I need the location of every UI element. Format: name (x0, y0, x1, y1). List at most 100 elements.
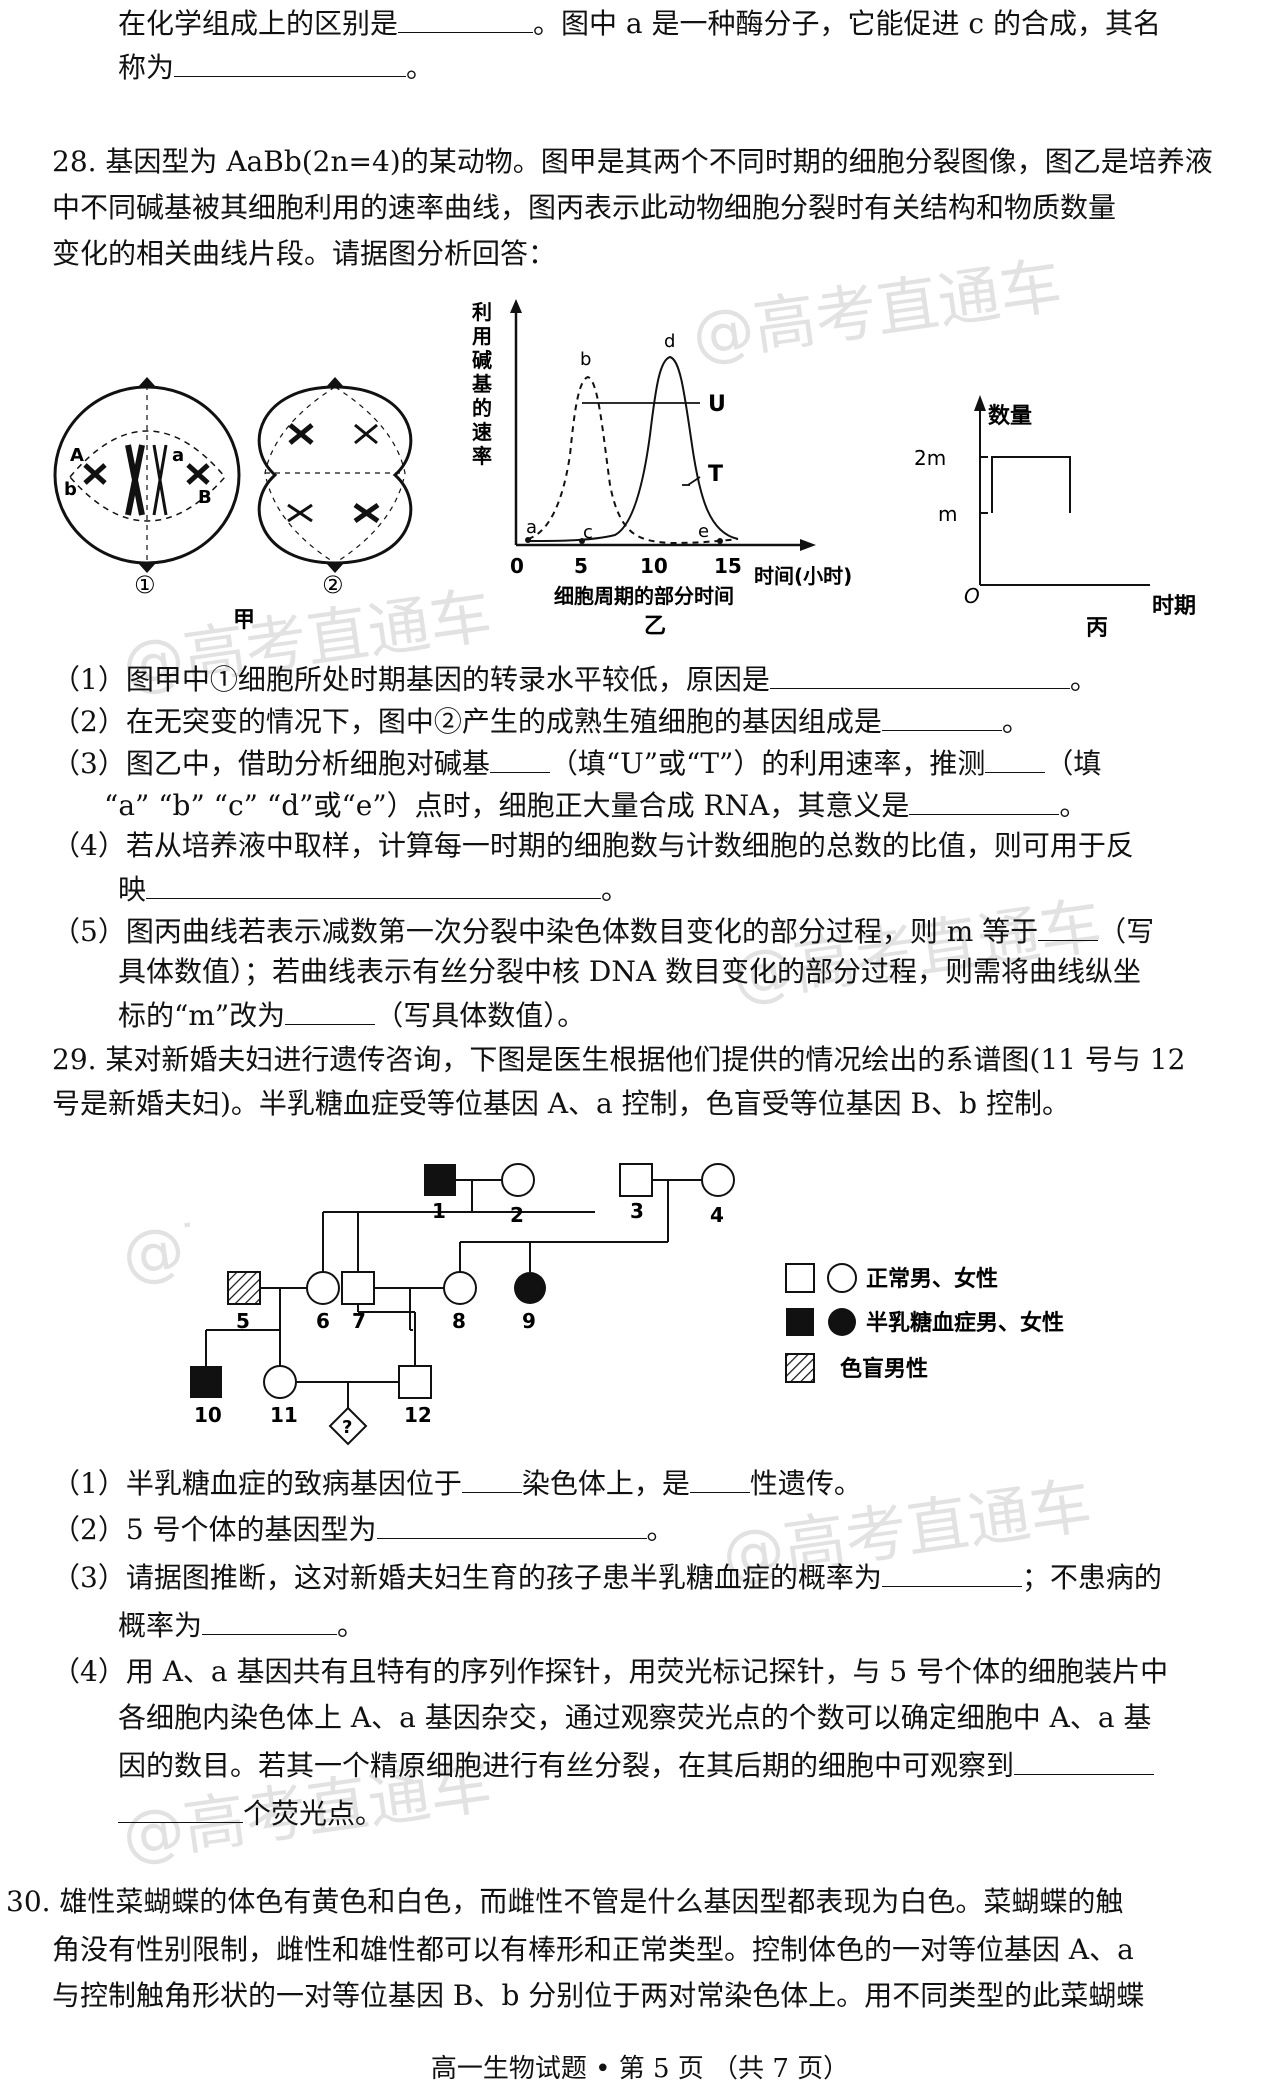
y-tick-2m: 2m (914, 446, 946, 470)
curve-bing (991, 456, 1071, 513)
chromosome (83, 463, 107, 485)
q29-sub2: （2）5 号个体的基因型为。 (52, 1508, 675, 1550)
person-11 (263, 1365, 297, 1399)
q28-sub4: （4）若从培养液中取样，计算每一时期的细胞数与计数细胞的总数的比值，则可用于反 (52, 829, 1134, 862)
point-e-marker (717, 538, 723, 544)
figure-label: 丙 (1086, 616, 1108, 641)
person-7 (341, 1271, 375, 1305)
answer-blank[interactable] (202, 1604, 338, 1635)
chromosome (354, 423, 378, 445)
x-tick: 0 (510, 554, 524, 578)
q28-sub1: （1）图甲中①细胞所处时期基因的转录水平较低，原因是。 (52, 658, 1098, 700)
person-9 (514, 1272, 546, 1304)
answer-blank[interactable] (398, 2, 534, 33)
person-id: 2 (510, 1203, 524, 1227)
person-10 (190, 1366, 222, 1398)
q27-line1: 在化学组成上的区别是。图中 a 是一种酶分子，它能促进 c 的合成，其名 (118, 2, 1161, 44)
centrosome (326, 563, 344, 573)
q29-sub4-cont3: 个荧光点。 (118, 1792, 383, 1834)
person-id: 7 (352, 1309, 366, 1333)
answer-blank[interactable] (489, 742, 550, 773)
answer-blank[interactable] (985, 742, 1046, 773)
answer-blank[interactable] (769, 658, 1070, 689)
q29-stem-1: 29. 某对新婚夫妇进行遗传咨询，下图是医生根据他们提供的情况绘出的系谱图(11… (52, 1043, 1186, 1076)
q29-sub4-cont2: 因的数目。若其一个精原细胞进行有丝分裂，在其后期的细胞中可观察到 (118, 1744, 1155, 1786)
person-1 (424, 1164, 456, 1196)
legend-normal-female (827, 1263, 857, 1293)
person-8 (443, 1271, 477, 1305)
q27-line2: 称为。 (118, 46, 434, 88)
x-tick: 10 (640, 554, 668, 578)
q30-stem-1: 30. 雄性菜蝴蝶的体色有黄色和白色，而雌性不管是什么基因型都表现为白色。菜蝴蝶… (6, 1885, 1124, 1918)
person-4 (701, 1163, 735, 1197)
x-axis-label: 时期 (1152, 594, 1196, 619)
answer-blank[interactable] (909, 784, 1060, 815)
person-id: 8 (452, 1309, 466, 1333)
point-a-marker (525, 537, 531, 543)
q29-sub4-cont1: 各细胞内染色体上 A、a 基因杂交，通过观察荧光点的个数可以确定细胞中 A、a … (118, 1701, 1152, 1734)
unknown-child (328, 1406, 368, 1446)
point-b: b (580, 349, 591, 370)
x-axis-arrow (800, 539, 816, 551)
centrosome (326, 377, 344, 387)
y-axis-label: 利 (472, 300, 492, 324)
page-footer: 高一生物试题 • 第 5 页 （共 7 页） (430, 2054, 850, 2084)
q28-sub3: （3）图乙中，借助分析细胞对碱基（填“U”或“T”）的利用速率，推测（填 (52, 742, 1101, 784)
x-axis-unit: 时间(小时) (754, 564, 852, 588)
q28-sub5-cont2: 标的“m”改为（写具体数值）。 (118, 994, 585, 1036)
y-axis-label: 速 (472, 420, 492, 444)
q30-stem-2: 角没有性别限制，雌性和雄性都可以有棒形和正常类型。控制体色的一对等位基因 A、a (52, 1933, 1134, 1966)
legend-normal-male (785, 1263, 815, 1293)
y-tick-m: m (938, 502, 957, 526)
q28-sub4-cont: 映。 (118, 868, 629, 910)
q28-stem-2: 中不同碱基被其细胞利用的速率曲线，图丙表示此动物细胞分裂时有关结构和物质数量 (52, 191, 1117, 224)
person-id: 11 (270, 1403, 298, 1427)
chromosome (186, 463, 210, 485)
legend-gal-female (828, 1308, 856, 1336)
q28-sub5: （5）图丙曲线若表示减数第一次分裂中染色体数目变化的部分过程，则 m 等于（写 (52, 910, 1154, 952)
curve-T (527, 375, 739, 545)
figure-bing: 数量 2m m O 时期 丙 (914, 395, 1196, 641)
person-12 (398, 1365, 432, 1399)
x-axis-label: 细胞周期的部分时间 (554, 584, 734, 608)
point-c-marker (579, 538, 585, 544)
answer-blank[interactable] (118, 1792, 243, 1823)
answer-blank[interactable] (376, 1508, 647, 1539)
centrosome (138, 377, 156, 387)
q29-sub3-cont: 概率为。 (118, 1604, 365, 1646)
y-axis-arrow (510, 299, 522, 313)
person-id: 10 (194, 1403, 222, 1427)
point-e: e (698, 521, 709, 542)
answer-blank[interactable] (881, 1556, 1022, 1587)
answer-blank[interactable] (174, 46, 407, 77)
centrosome (138, 563, 156, 573)
cell-1-label: ① (134, 571, 156, 599)
figure-label: 乙 (644, 614, 666, 639)
y-axis-label: 率 (472, 444, 492, 468)
q28-sub2: （2）在无突变的情况下，图中②产生的成熟生殖细胞的基因组成是。 (52, 700, 1030, 742)
q28-stem-3: 变化的相关曲线片段。请据图分析回答： (52, 237, 557, 270)
curve-label-T: T (708, 462, 723, 487)
gene-label: A (70, 445, 84, 466)
answer-blank[interactable] (1014, 1744, 1155, 1775)
leader-T (687, 476, 701, 486)
gene-label: B (198, 487, 212, 508)
answer-blank[interactable] (881, 700, 1002, 731)
chromosome (288, 423, 314, 445)
person-id: 4 (710, 1203, 724, 1227)
q29-stem-2: 号是新婚夫妇)。半乳糖血症受等位基因 A、a 控制，色盲受等位基因 B、b 控制… (52, 1087, 1070, 1120)
y-axis-label: 碱 (472, 348, 492, 372)
pedigree-lines (205, 1179, 702, 1408)
q29-sub4: （4）用 A、a 基因共有且特有的序列作探针，用荧光标记探针，与 5 号个体的细… (52, 1655, 1169, 1688)
person-6 (306, 1271, 340, 1305)
answer-blank[interactable] (461, 1462, 522, 1493)
q30-stem-3: 与控制触角形状的一对等位基因 B、b 分别位于两对常染色体上。用不同类型的此菜蝴… (52, 1979, 1145, 2012)
answer-blank[interactable] (689, 1462, 750, 1493)
answer-blank[interactable] (285, 994, 376, 1025)
answer-blank[interactable] (146, 868, 602, 899)
answer-blank[interactable] (1038, 910, 1099, 941)
q28-stem-1: 28. 基因型为 AaBb(2n=4)的某动物。图甲是其两个不同时期的细胞分裂图… (52, 145, 1213, 178)
chromosome (353, 502, 380, 524)
chromosome (287, 503, 313, 523)
y-axis-label: 基 (472, 372, 493, 396)
